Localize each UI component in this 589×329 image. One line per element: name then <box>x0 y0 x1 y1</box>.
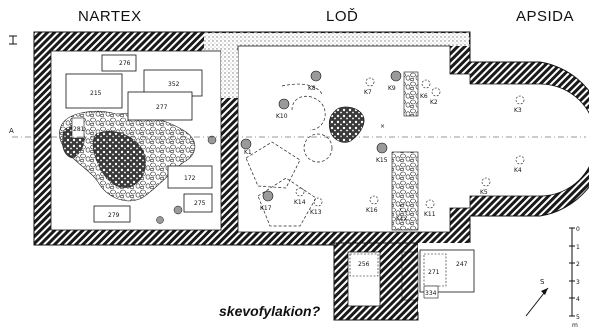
scale-tick-3: 3 <box>576 279 580 286</box>
heading-apsida: APSIDA <box>516 8 575 25</box>
marker-k16: K16 <box>366 207 378 214</box>
north-arrow: S <box>525 278 549 317</box>
scale-unit: m <box>572 322 578 329</box>
heading-lod: LOĎ <box>326 8 359 25</box>
nartex-tombs: 276 215 352 277 172 275 279 281 <box>65 54 217 224</box>
nave-features <box>245 83 333 227</box>
marker-k11: K11 <box>424 211 436 218</box>
annex-caption: skevofylakion? <box>219 303 321 319</box>
marker-k1: K1 <box>244 149 252 156</box>
annex-tomb-271: 271 <box>428 269 440 276</box>
marker-k3: K3 <box>514 107 522 114</box>
annex-tomb-334: 334 <box>425 290 437 297</box>
section-axis: A <box>9 35 586 138</box>
marker-k2: K2 <box>430 99 438 106</box>
annex-tomb-256: 256 <box>358 261 370 268</box>
tomb-label-277: 277 <box>156 104 168 111</box>
marker-k17: K17 <box>260 205 272 212</box>
scale-tick-5: 5 <box>576 314 580 321</box>
marker-k12: K12 <box>396 215 408 222</box>
marker-k8: K8 <box>308 85 316 92</box>
tomb-label-215: 215 <box>90 90 102 97</box>
tomb-label-275: 275 <box>194 200 206 207</box>
marker-k9: K9 <box>388 85 396 92</box>
marker-k4: K4 <box>514 167 522 174</box>
tomb-label-281: 281 <box>73 126 85 133</box>
tomb-label-276: 276 <box>119 60 131 67</box>
section-mark-left: A <box>9 127 14 135</box>
nave-markers: K1 K2 K3 K4 K5 K6 K7 K8 K9 K10 K11 K12 K… <box>240 70 525 222</box>
marker-k14: K14 <box>294 199 306 206</box>
scale-tick-0: 0 <box>576 226 580 233</box>
tomb-label-279: 279 <box>108 212 120 219</box>
marker-k7: K7 <box>364 89 372 96</box>
marker-k6: K6 <box>420 93 428 100</box>
tomb-label-352: 352 <box>168 81 180 88</box>
marker-k13: K13 <box>310 209 322 216</box>
scale-tick-4: 4 <box>576 296 580 303</box>
scale-tick-1: 1 <box>576 244 580 251</box>
north-label: S <box>540 278 545 286</box>
marker-k10: K10 <box>276 113 288 120</box>
marker-k15: K15 <box>376 157 388 164</box>
heading-nartex: NARTEX <box>78 8 142 25</box>
cross-mark: × <box>380 123 385 130</box>
scale-tick-2: 2 <box>576 261 580 268</box>
scale-bar: 0 1 2 3 4 5 m <box>569 226 580 329</box>
marker-k5: K5 <box>480 189 488 196</box>
annex-tomb-247: 247 <box>456 261 468 268</box>
tomb-label-172: 172 <box>184 175 196 182</box>
annex: 256 247 271 334 <box>333 242 500 321</box>
nave-stone-strips <box>328 71 419 231</box>
